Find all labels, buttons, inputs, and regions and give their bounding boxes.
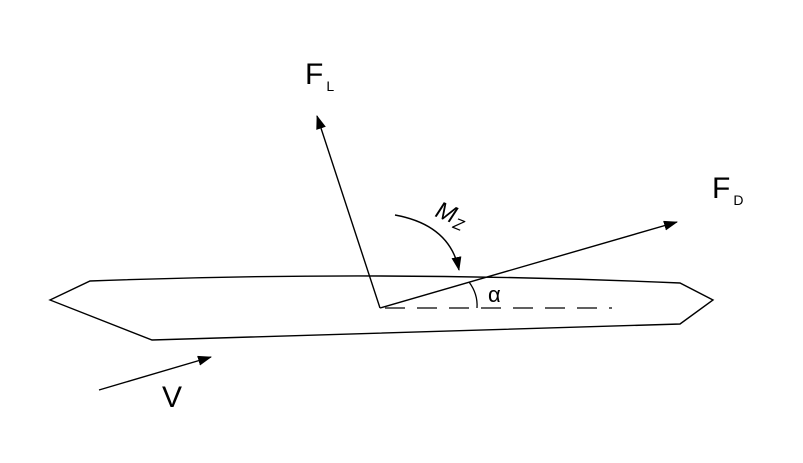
drag-force-arrow — [379, 220, 678, 309]
drag-label-sub: D — [733, 192, 743, 208]
angle-arc — [468, 281, 478, 309]
velocity-arrow — [98, 355, 212, 391]
lift-label-sub: L — [326, 78, 334, 94]
moment-label: MZ — [431, 197, 472, 236]
lift-label-main: F — [305, 58, 323, 91]
angle-label: α — [488, 282, 501, 307]
airfoil-outline — [48, 275, 715, 341]
velocity-label: V — [162, 381, 182, 414]
drag-label-main: F — [712, 172, 730, 205]
moment-arc-arrow — [394, 214, 462, 271]
lift-force-arrow — [316, 115, 381, 309]
